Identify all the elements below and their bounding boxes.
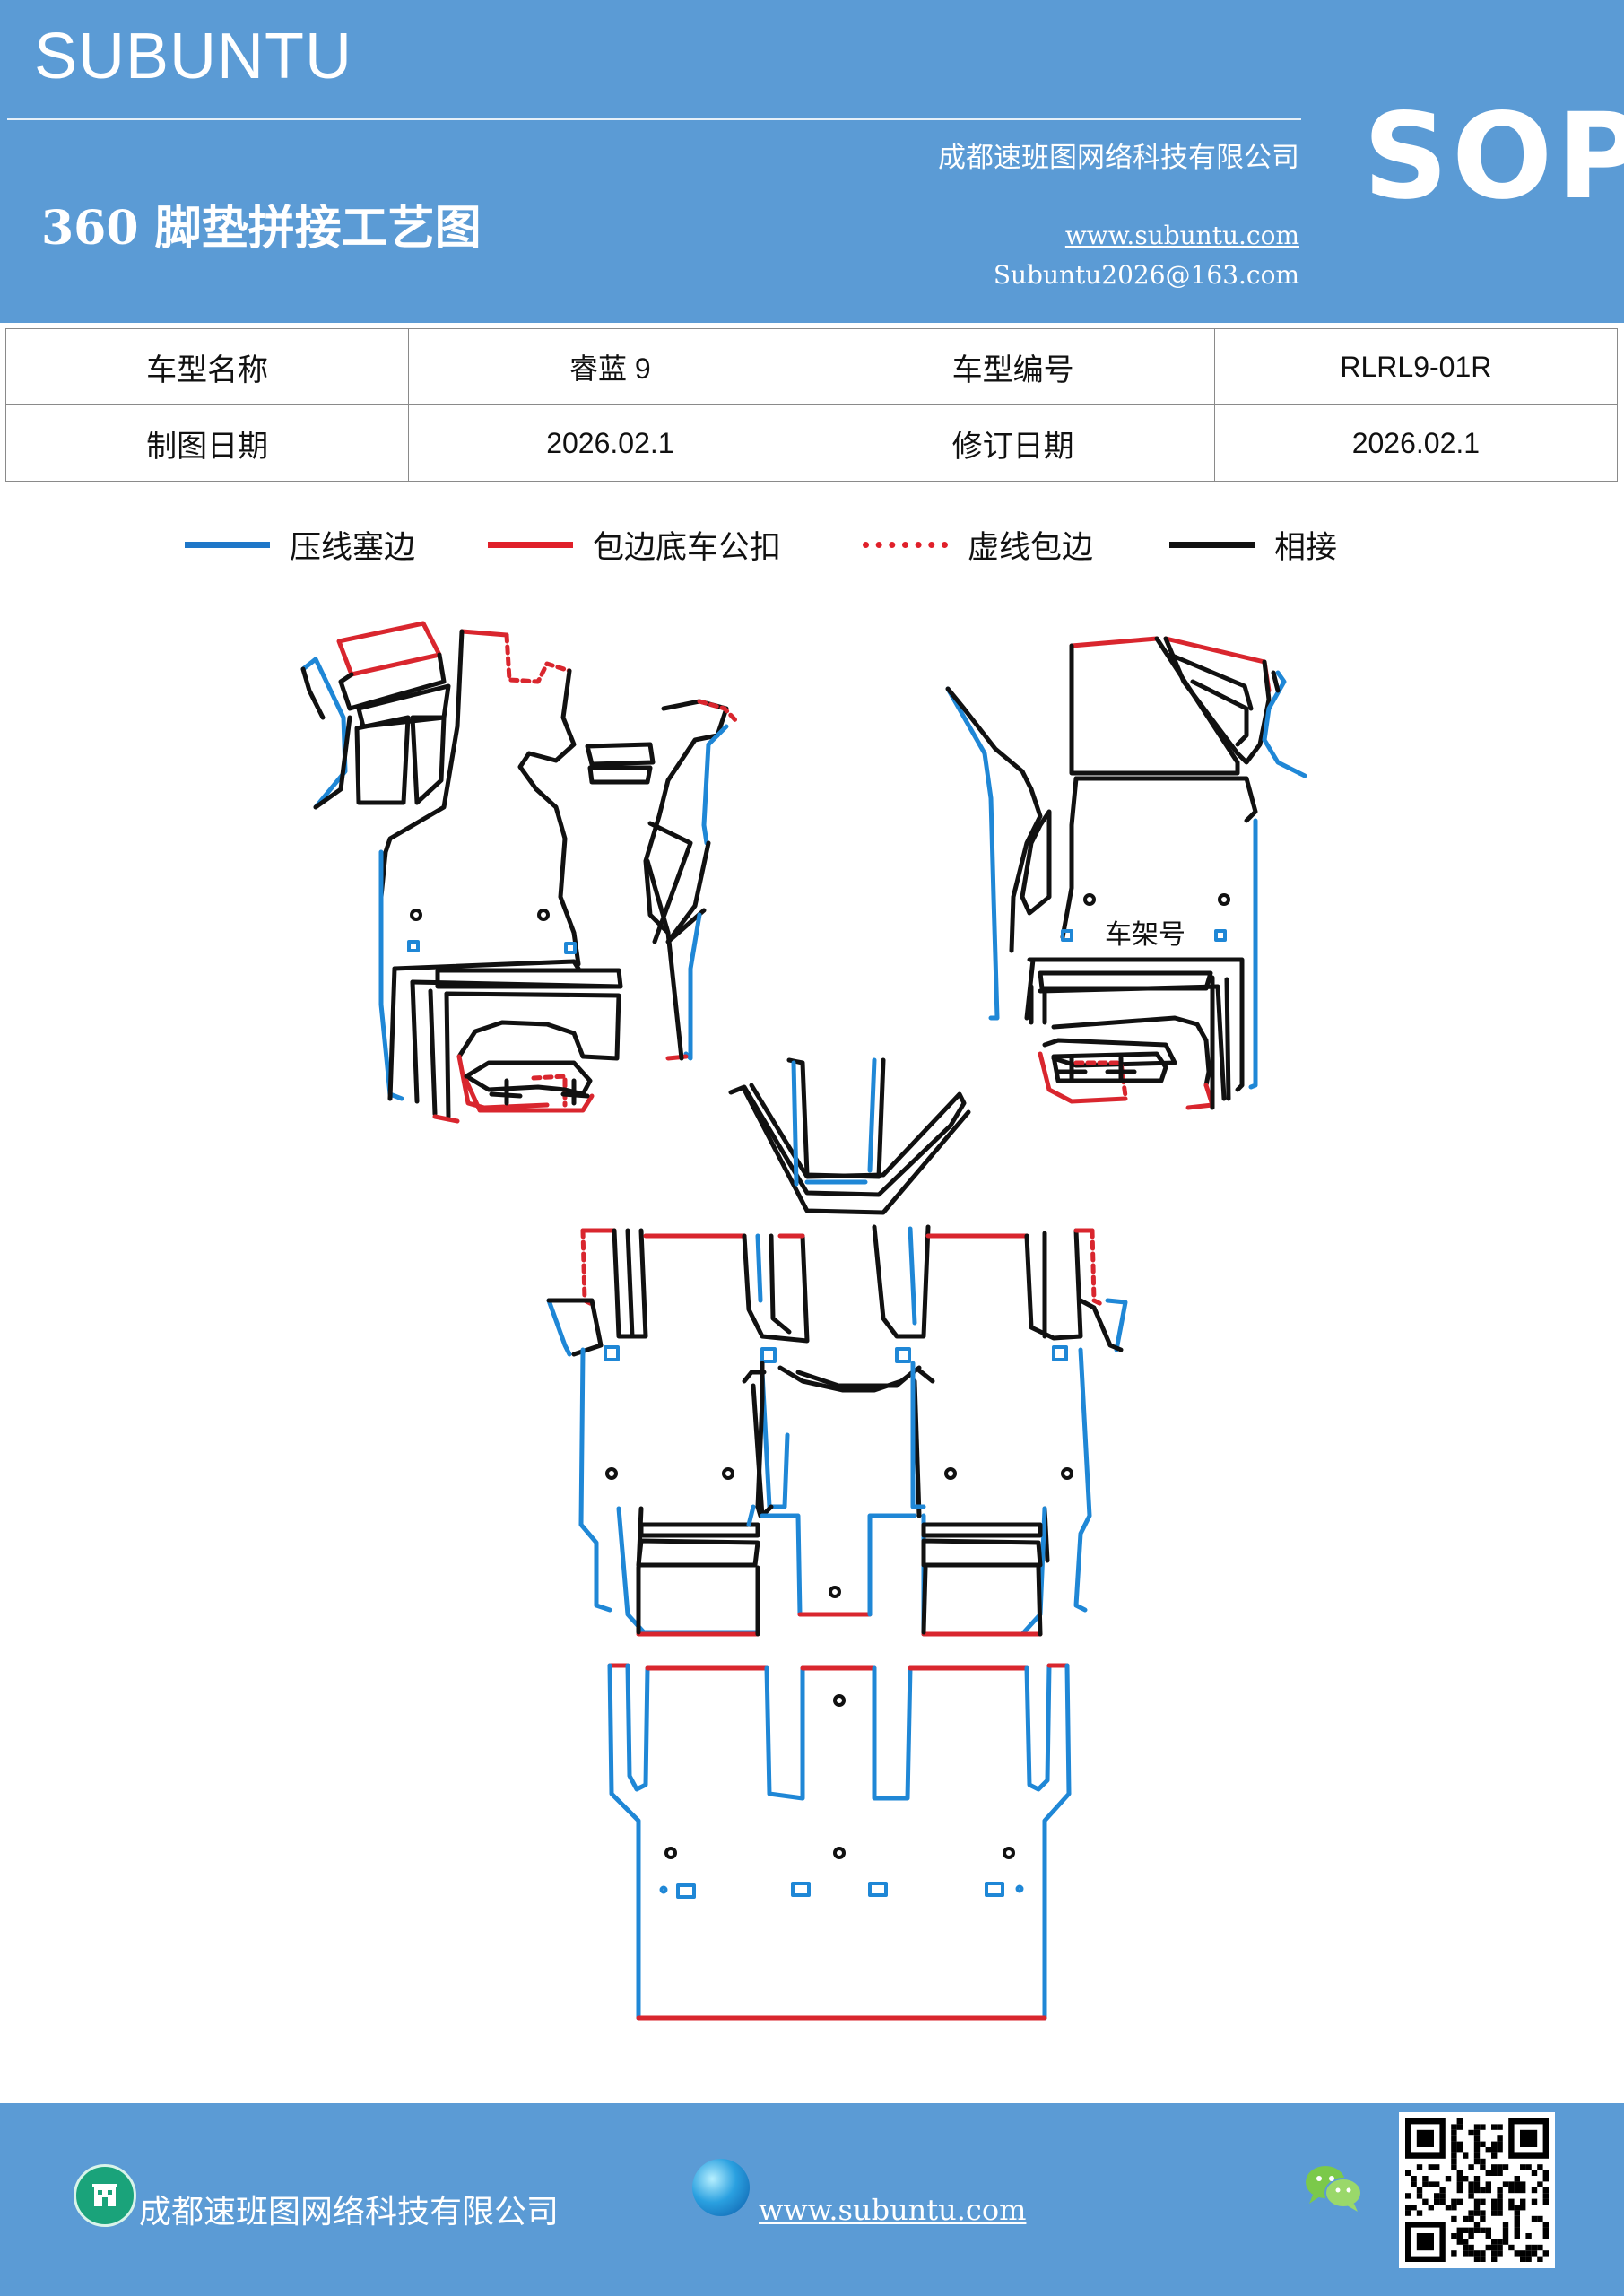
- info-label-cell: 车型名称: [4, 328, 410, 405]
- footer-website-link[interactable]: www.subuntu.com: [759, 2193, 1027, 2227]
- legend-label: 虚线包边: [968, 530, 1094, 566]
- header-email: Subuntu2026@163.com: [993, 260, 1299, 290]
- legend-item-blue: 压线塞边: [185, 522, 415, 568]
- front-left-mat: [300, 621, 740, 1124]
- brand-name: SUBUNTU: [34, 21, 353, 92]
- footer-company: 成都速班图网络科技有限公司: [139, 2194, 560, 2231]
- header-banner: SUBUNTU 成都速班图网络科技有限公司 360 脚垫拼接工艺图 www.su…: [0, 0, 1624, 323]
- legend-swatch: [185, 542, 270, 548]
- legend: 压线塞边 包边底车公扣 虚线包边 相接: [0, 522, 1624, 576]
- frame-number-label: 车架号: [1105, 919, 1185, 951]
- front-right-mat: [945, 636, 1307, 1110]
- header-company: 成都速班图网络科技有限公司: [938, 142, 1299, 174]
- footer-banner: 成都速班图网络科技有限公司 www.subuntu.com: [0, 2103, 1624, 2296]
- qr-code: [1399, 2112, 1555, 2268]
- document-title: 360 脚垫拼接工艺图: [41, 201, 482, 256]
- third-row-mat: [607, 1663, 1072, 2021]
- sop-badge: SOP: [1363, 88, 1624, 226]
- legend-label: 压线塞边: [290, 530, 416, 566]
- second-row-mat: [546, 1057, 1128, 1637]
- info-value-cell: RLRL9-01R: [1213, 328, 1619, 405]
- globe-icon: [692, 2159, 750, 2216]
- legend-swatch: [488, 542, 573, 548]
- building-icon: [74, 2164, 136, 2227]
- info-label-cell: 制图日期: [4, 404, 410, 482]
- info-value-cell: 睿蓝 9: [408, 328, 812, 405]
- legend-swatch: [863, 542, 948, 548]
- info-label-cell: 修订日期: [811, 404, 1215, 482]
- info-value-cell: 2026.02.1: [1213, 404, 1619, 482]
- legend-label: 相接: [1274, 530, 1338, 566]
- legend-item-red-dashed: 虚线包边: [863, 522, 1093, 568]
- info-label-cell: 车型编号: [811, 328, 1215, 405]
- info-value-cell: 2026.02.1: [408, 404, 812, 482]
- wechat-icon: [1302, 2161, 1365, 2218]
- legend-swatch: [1169, 542, 1255, 548]
- legend-label: 包边底车公扣: [593, 530, 782, 566]
- legend-item-red: 包边底车公扣: [488, 522, 781, 568]
- header-website-link[interactable]: www.subuntu.com: [1064, 221, 1299, 250]
- header-divider: [7, 118, 1301, 120]
- legend-item-black: 相接: [1169, 522, 1337, 568]
